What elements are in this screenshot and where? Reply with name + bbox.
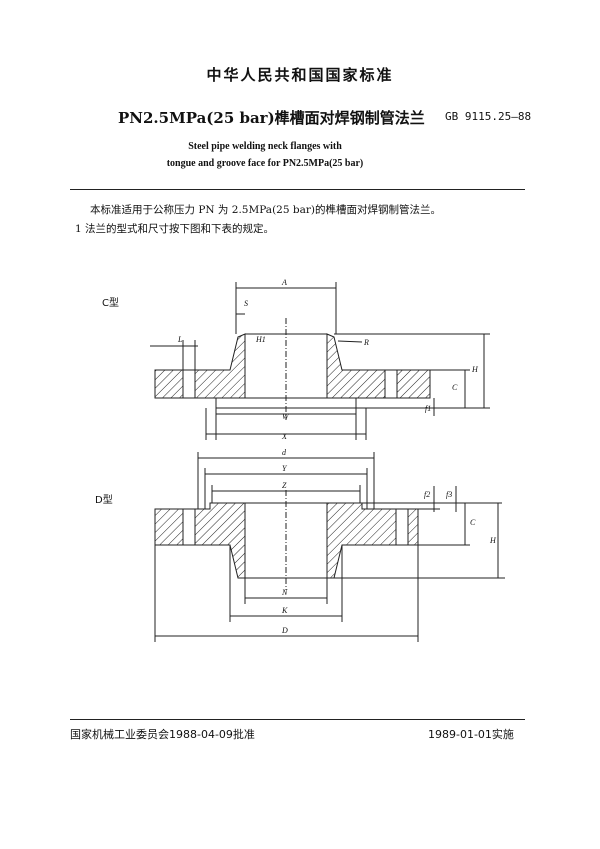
d-type-label: D型	[95, 495, 113, 506]
c-dim-a: A	[281, 278, 287, 287]
approval-date: 国家机械工业委员会1988-04-09批准	[70, 728, 255, 741]
c-dim-c: C	[452, 383, 458, 392]
d-dim-c: C	[470, 518, 476, 527]
d-type-drawing	[154, 452, 505, 642]
c-dim-s: S	[244, 299, 248, 308]
standard-number: GB 9115.25—88	[445, 110, 532, 123]
standard-title: PN2.5MPa(25 bar)榫槽面对焊钢制管法兰	[118, 109, 425, 127]
c-dim-r: R	[363, 338, 369, 347]
d-dim-y: Y	[282, 464, 288, 473]
top-rule	[70, 189, 525, 190]
d-dim-d-large: D	[281, 626, 288, 635]
intro-text: 本标准适用于公称压力 PN 为 2.5MPa(25 bar)的榫槽面对焊钢制管法…	[90, 204, 441, 216]
d-dim-z: Z	[282, 481, 287, 490]
implementation-date: 1989-01-01实施	[428, 728, 514, 741]
bottom-rule	[70, 719, 525, 720]
c-dim-f1: f1	[425, 404, 431, 413]
d-dim-f2: f2	[424, 490, 430, 499]
clause-1: 1 法兰的型式和尺寸按下图和下表的规定。	[75, 223, 275, 235]
header-title: 中华人民共和国国家标准	[206, 66, 394, 84]
c-dim-w: W	[282, 412, 290, 421]
c-dim-h: H	[471, 365, 479, 374]
c-dim-l: L	[177, 335, 183, 344]
d-dim-h: H	[489, 536, 497, 545]
d-dim-d-small: d	[282, 448, 287, 457]
english-title: Steel pipe welding neck flanges with ton…	[155, 138, 375, 172]
c-dim-x: X	[281, 432, 288, 441]
c-dim-h1: H1	[255, 335, 266, 344]
english-title-line1: Steel pipe welding neck flanges with	[188, 141, 342, 152]
d-dim-n: N	[281, 588, 288, 597]
c-type-label: C型	[102, 298, 119, 309]
c-type-drawing	[150, 282, 490, 440]
d-dim-k: K	[281, 606, 288, 615]
english-title-line2: tongue and groove face for PN2.5MPa(25 b…	[166, 158, 364, 169]
d-dim-f3: f3	[446, 490, 452, 499]
